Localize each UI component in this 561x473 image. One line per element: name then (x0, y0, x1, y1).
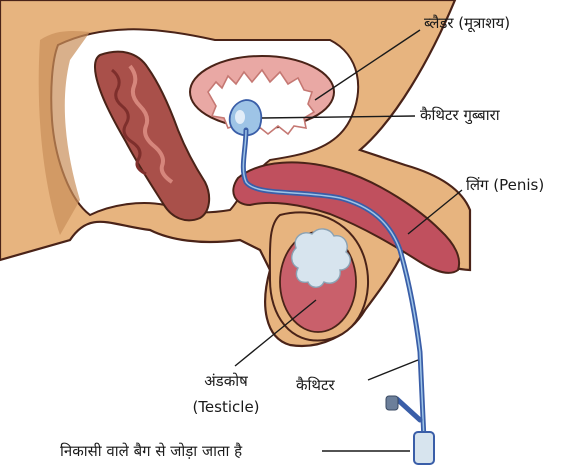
label-catheter-balloon: कैथिटर गुब्बारा (420, 106, 500, 125)
label-catheter: कैथिटर (296, 376, 335, 395)
label-drainage: निकासी वाले बैग से जोड़ा जाता है (60, 442, 242, 461)
leader-catheter (368, 360, 418, 380)
label-testicle-hi: अंडकोष (178, 372, 274, 391)
balloon-highlight (235, 110, 245, 124)
label-bladder: ब्लैडर (मूत्राशय) (424, 14, 510, 33)
drainage-connector (414, 432, 434, 464)
label-penis: लिंग (Penis) (466, 176, 544, 195)
label-testicle-en: (Testicle) (170, 398, 282, 417)
catheter-port-cap (386, 396, 398, 410)
